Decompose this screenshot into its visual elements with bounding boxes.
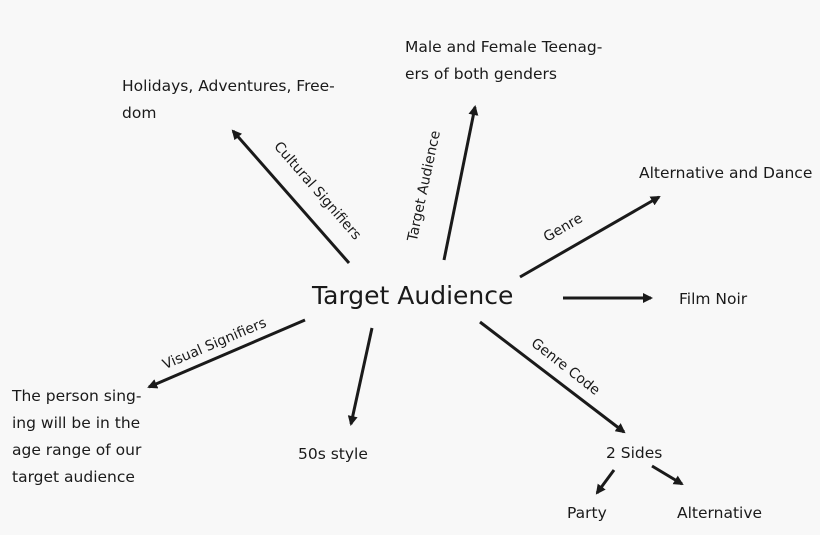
node-film-noir: Film Noir (679, 290, 748, 308)
node-cultural-signifiers: Holidays, Adventures, Free- dom (122, 77, 335, 122)
arrow-genre-code (479, 320, 626, 434)
arrow-cultural-signifiers (231, 129, 351, 264)
node-2-sides: 2 Sides (606, 444, 663, 462)
arrow-50s-style (347, 327, 374, 426)
node-visual-signifiers: The person sing- ing will be in the age … (12, 387, 142, 486)
node-party: Party (567, 504, 607, 522)
arrow-visual-signifiers (147, 318, 306, 389)
node-50s-style: 50s style (298, 445, 368, 463)
arrow-alternative (651, 464, 684, 486)
central-node-target-audience: Target Audience (312, 281, 514, 310)
node-target-audience: Male and Female Teenag- ers of both gend… (405, 38, 603, 83)
arrow-genre (519, 195, 661, 279)
node-genre: Alternative and Dance (639, 164, 813, 182)
arrow-target-audience (442, 105, 479, 261)
arrow-party (595, 469, 616, 495)
node-alternative: Alternative (677, 504, 763, 522)
